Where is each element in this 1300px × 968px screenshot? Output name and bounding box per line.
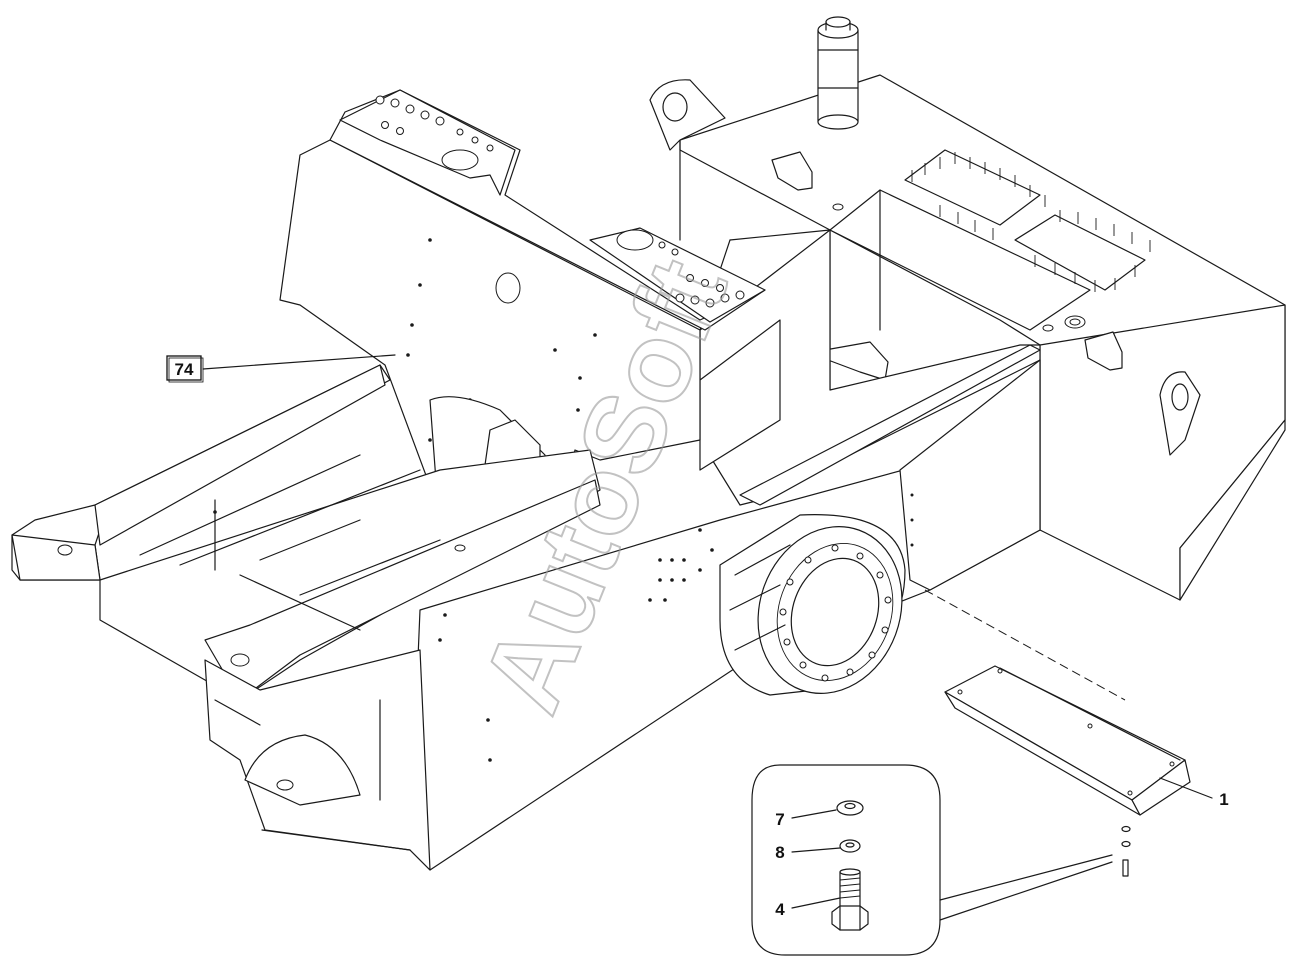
cover-plate xyxy=(944,665,1191,816)
callout-4: 4 xyxy=(775,897,841,919)
main-frame xyxy=(11,16,1286,871)
center-channel xyxy=(699,229,1041,506)
callout-74-label: 74 xyxy=(175,360,194,379)
lock-washer xyxy=(839,839,861,853)
counterweight-box xyxy=(649,16,1286,601)
washer xyxy=(836,800,864,816)
fastener-detail-inset xyxy=(751,764,1131,956)
callout-7: 7 xyxy=(775,809,837,829)
callout-8: 8 xyxy=(775,843,841,862)
callout-1-label: 1 xyxy=(1219,790,1228,809)
swing-drum xyxy=(719,514,906,696)
lower-bracket xyxy=(204,649,431,871)
callout-1: 1 xyxy=(1159,777,1229,809)
callout-8-label: 8 xyxy=(775,843,784,862)
callout-74: 74 xyxy=(166,354,396,383)
lifting-eye-left xyxy=(649,79,726,151)
exhaust-stack xyxy=(817,16,859,130)
callout-7-label: 7 xyxy=(775,810,784,829)
outrigger-frame xyxy=(11,364,601,701)
lifting-eye-right xyxy=(1159,371,1201,456)
bolt xyxy=(831,868,869,931)
assembly-projection-line xyxy=(924,589,1126,701)
callout-4-label: 4 xyxy=(775,900,785,919)
